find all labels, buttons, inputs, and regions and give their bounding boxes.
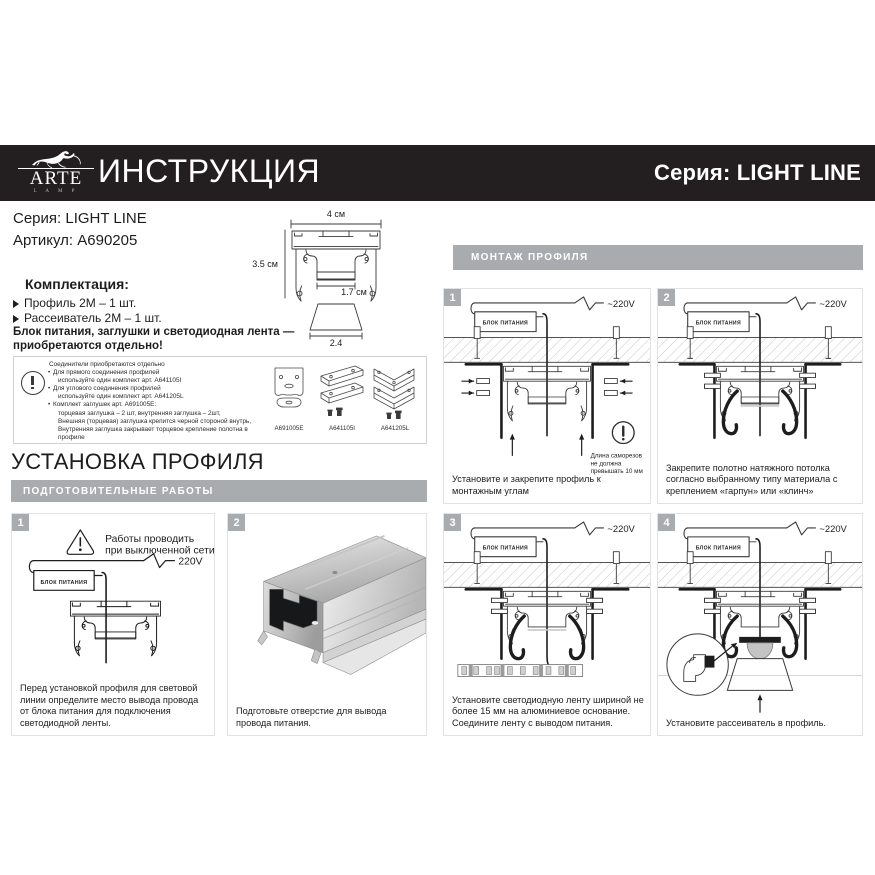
mount-step-3-caption: Установите светодиодную ленту шириной не… <box>452 694 644 729</box>
straight-connector-icon <box>320 365 364 416</box>
note-line: Для прямого соединения профилей <box>48 369 254 377</box>
article-line: Артикул: A690205 <box>13 232 138 249</box>
cross-section-inner-label: 1.7 см <box>341 287 367 297</box>
mount-step-2-diagram: ~220V БЛОК ПИТАНИЯ <box>658 289 862 503</box>
series-line: Серия: LIGHT LINE <box>13 210 147 227</box>
prep-voltage-label: 220V <box>178 557 202 568</box>
prep-step-1-number: 1 <box>12 514 29 531</box>
prep-step-1-diagram: Работы проводить при выключенной сети 22… <box>12 514 214 735</box>
mount-step-4-diagram: ~220V БЛОК ПИТАНИЯ <box>658 514 862 735</box>
logo-wordmark: ARTE <box>29 168 83 189</box>
triangle-bullet-icon <box>13 314 19 323</box>
connector-code: A641105I <box>328 425 356 432</box>
psu-label: БЛОК ПИТАНИЯ <box>483 321 529 327</box>
note-line: Комплект заглушек арт. A691005E: <box>48 401 254 409</box>
prep-step-2-caption: Подготовьте отверстие для вывода провода… <box>236 706 387 729</box>
prep-warning-line1: Работы проводить <box>105 533 194 545</box>
griffin-logo-icon <box>32 151 81 168</box>
note-line: Внешняя (торцевая) заглушка крепится чер… <box>58 417 252 425</box>
cross-section-width-label: 4 см <box>327 209 345 219</box>
list-item: Профиль 2М – 1 шт. <box>13 296 253 311</box>
prep-step-2-panel: 2 Подготовьте отверстие для вывода прово… <box>227 513 427 736</box>
purchase-notice: Блок питания, заглушки и светодиодная ле… <box>13 326 303 353</box>
kit-item-label: Рассеиватель 2М – 1 шт. <box>24 311 162 325</box>
mount-step-4-panel: ~220V БЛОК ПИТАНИЯ 4 Установите рассеива… <box>657 513 863 736</box>
prep-step-1-panel: Работы проводить при выключенной сети 22… <box>11 513 215 736</box>
note-line: используйте один комплект арт. A641205L <box>58 393 184 401</box>
psu-label: БЛОК ПИТАНИЯ <box>40 580 87 586</box>
prep-step-2-photo <box>228 514 426 735</box>
end-cap-icon <box>274 367 304 408</box>
triangle-bullet-icon <box>13 299 19 308</box>
mount-step-3-panel: ~220V БЛОК ПИТАНИЯ 3 Установите светодио… <box>443 513 651 736</box>
corner-connector-icon <box>373 368 415 419</box>
cross-section-height-label: 3.5 см <box>252 259 278 269</box>
note-line: Соединители приобретаются отдельно <box>49 361 165 368</box>
mount-step-1-caption: Установите и закрепите профиль к монтажн… <box>452 474 601 497</box>
exclamation-circle-icon <box>21 371 45 395</box>
logo-subtext: L A M P <box>33 189 79 194</box>
connector-item: A641105I <box>315 364 369 432</box>
psu-label: БЛОК ПИТАНИЯ <box>483 546 529 552</box>
psu-label: БЛОК ПИТАНИЯ <box>696 546 741 552</box>
logo-divider <box>18 168 94 169</box>
kit-title: Комплектация: <box>25 276 129 292</box>
header-series-label: Серия: LIGHT LINE <box>654 160 861 185</box>
note-line: Внутренняя заглушка закрывает торцевое к… <box>58 425 248 441</box>
mount-voltage-label: ~220V <box>819 523 847 534</box>
mount-step-1-diagram: ~220V БЛОК ПИТАНИЯ Длина саморезов не до… <box>444 289 650 503</box>
mount-voltage-label: ~220V <box>819 298 847 309</box>
psu-label: БЛОК ПИТАНИЯ <box>696 321 741 327</box>
connector-note-text: Соединители приобретаются отдельно Для п… <box>48 361 254 442</box>
connector-items: A691005E <box>262 362 422 440</box>
mount-section-bar: МОНТАЖ ПРОФИЛЯ <box>453 245 863 270</box>
kit-item-label: Профиль 2М – 1 шт. <box>24 296 137 310</box>
mount-step-4-number: 4 <box>658 514 675 531</box>
connector-code: A691005E <box>274 425 304 432</box>
prep-step-2-number: 2 <box>228 514 245 531</box>
connector-note-box: Соединители приобретаются отдельно Для п… <box>13 356 427 444</box>
page-title: ИНСТРУКЦИЯ <box>98 153 321 189</box>
arte-lamp-logo: ARTE L A M P <box>14 149 98 197</box>
led-strip-icon <box>457 664 584 677</box>
prep-step-1-caption: Перед установкой профиля для световой ли… <box>20 682 199 729</box>
note-line: используйте один комплект арт. A641105I <box>58 377 182 385</box>
mount-step-1-number: 1 <box>444 289 461 306</box>
mount-step-2-caption: Закрепите полотно натяжного потолка согл… <box>666 462 838 497</box>
mount-step-3-number: 3 <box>444 514 461 531</box>
page-header: ARTE L A M P ИНСТРУКЦИЯ Серия: LIGHT LIN… <box>0 145 875 201</box>
profile-cross-section-diagram: 4 см 1.7 см 2.4 3.5 см <box>248 202 440 348</box>
prep-section-bar: ПОДГОТОВИТЕЛЬНЫЕ РАБОТЫ <box>11 480 427 502</box>
mount-step-1-panel: ~220V БЛОК ПИТАНИЯ Длина саморезов не до… <box>443 288 651 504</box>
mount-note-line2: не должна <box>591 460 622 467</box>
mount-step-2-number: 2 <box>658 289 675 306</box>
prep-warning-line2: при выключенной сети <box>105 546 214 557</box>
install-section-title: УСТАНОВКА ПРОФИЛЯ <box>11 449 264 474</box>
mount-note-line1: Длина саморезов <box>591 452 643 459</box>
kit-list: Профиль 2М – 1 шт. Рассеиватель 2М – 1 ш… <box>13 296 253 326</box>
connector-code: A641205L <box>380 425 410 432</box>
connector-item: A641205L <box>368 364 422 432</box>
list-item: Рассеиватель 2М – 1 шт. <box>13 311 253 326</box>
mount-step-2-panel: ~220V БЛОК ПИТАНИЯ 2 Закрепите полотно н… <box>657 288 863 504</box>
mount-voltage-label: ~220V <box>607 523 635 534</box>
purchase-notice-line2: приобретаются отдельно! <box>13 339 163 352</box>
cross-section-base-label: 2.4 <box>330 338 343 348</box>
note-line: Для углового соединения профилей <box>48 385 254 393</box>
connector-item: A691005E <box>262 364 316 432</box>
mount-voltage-label: ~220V <box>607 298 635 309</box>
note-line: торцевая заглушка – 2 шт, внутренняя заг… <box>58 409 221 417</box>
mount-note-line3: превышать 10 мм <box>591 468 643 475</box>
mount-step-4-caption: Установите рассеиватель в профиль. <box>666 718 826 729</box>
purchase-notice-line1: Блок питания, заглушки и светодиодная ле… <box>13 326 295 338</box>
mount-step-3-diagram: ~220V БЛОК ПИТАНИЯ <box>444 514 650 735</box>
